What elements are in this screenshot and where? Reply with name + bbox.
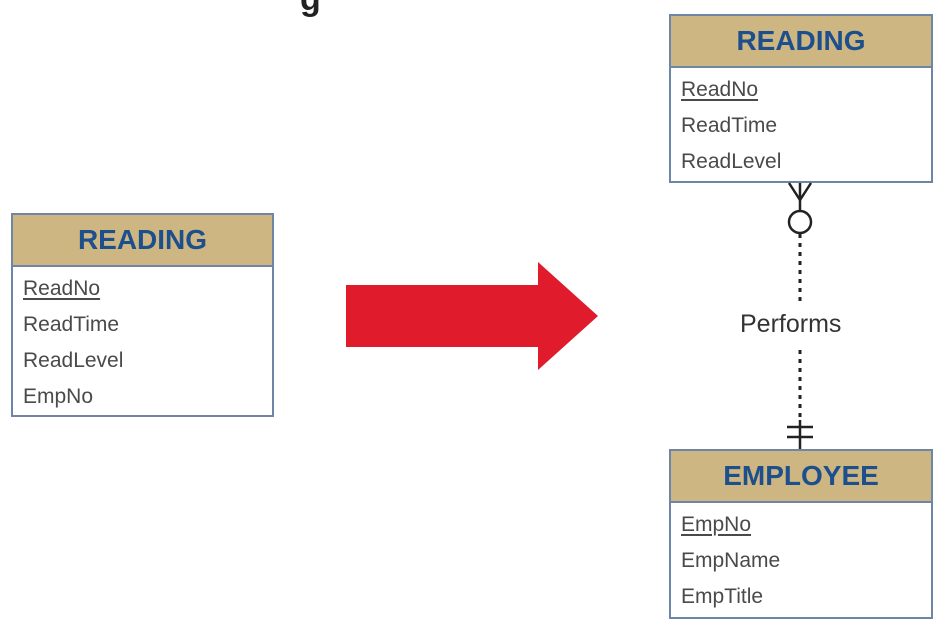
left-reading-attr-readtime: ReadTime bbox=[23, 313, 120, 336]
relationship-label: Performs bbox=[740, 310, 842, 338]
slide-title-fragment: g bbox=[300, 0, 321, 19]
left-reading-entity[interactable]: READING ReadNo ReadTime ReadLevel EmpNo bbox=[11, 213, 274, 417]
left-reading-attr-readlevel: ReadLevel bbox=[23, 349, 124, 372]
right-reading-attr-readtime: ReadTime bbox=[681, 114, 778, 137]
left-reading-entity-name: READING bbox=[13, 215, 272, 267]
arrow-right-icon bbox=[346, 262, 598, 370]
right-reading-entity[interactable]: READING ReadNo ReadTime ReadLevel bbox=[669, 14, 933, 183]
employee-attr-empno: EmpNo bbox=[681, 513, 752, 536]
right-reading-attr-readlevel: ReadLevel bbox=[681, 150, 782, 173]
left-reading-attr-empno: EmpNo bbox=[23, 385, 94, 408]
left-reading-attr-readno: ReadNo bbox=[23, 277, 101, 300]
employee-entity[interactable]: EMPLOYEE EmpNo EmpName EmpTitle bbox=[669, 449, 933, 619]
zero-optional-icon bbox=[787, 209, 813, 235]
employee-entity-name: EMPLOYEE bbox=[671, 451, 931, 503]
crows-foot-many-icon bbox=[787, 182, 813, 210]
right-reading-entity-name: READING bbox=[671, 16, 931, 68]
employee-attr-empname: EmpName bbox=[681, 549, 781, 572]
employee-attr-emptitle: EmpTitle bbox=[681, 585, 764, 608]
right-reading-attr-readno: ReadNo bbox=[681, 78, 759, 101]
exactly-one-bars-icon bbox=[787, 420, 813, 449]
